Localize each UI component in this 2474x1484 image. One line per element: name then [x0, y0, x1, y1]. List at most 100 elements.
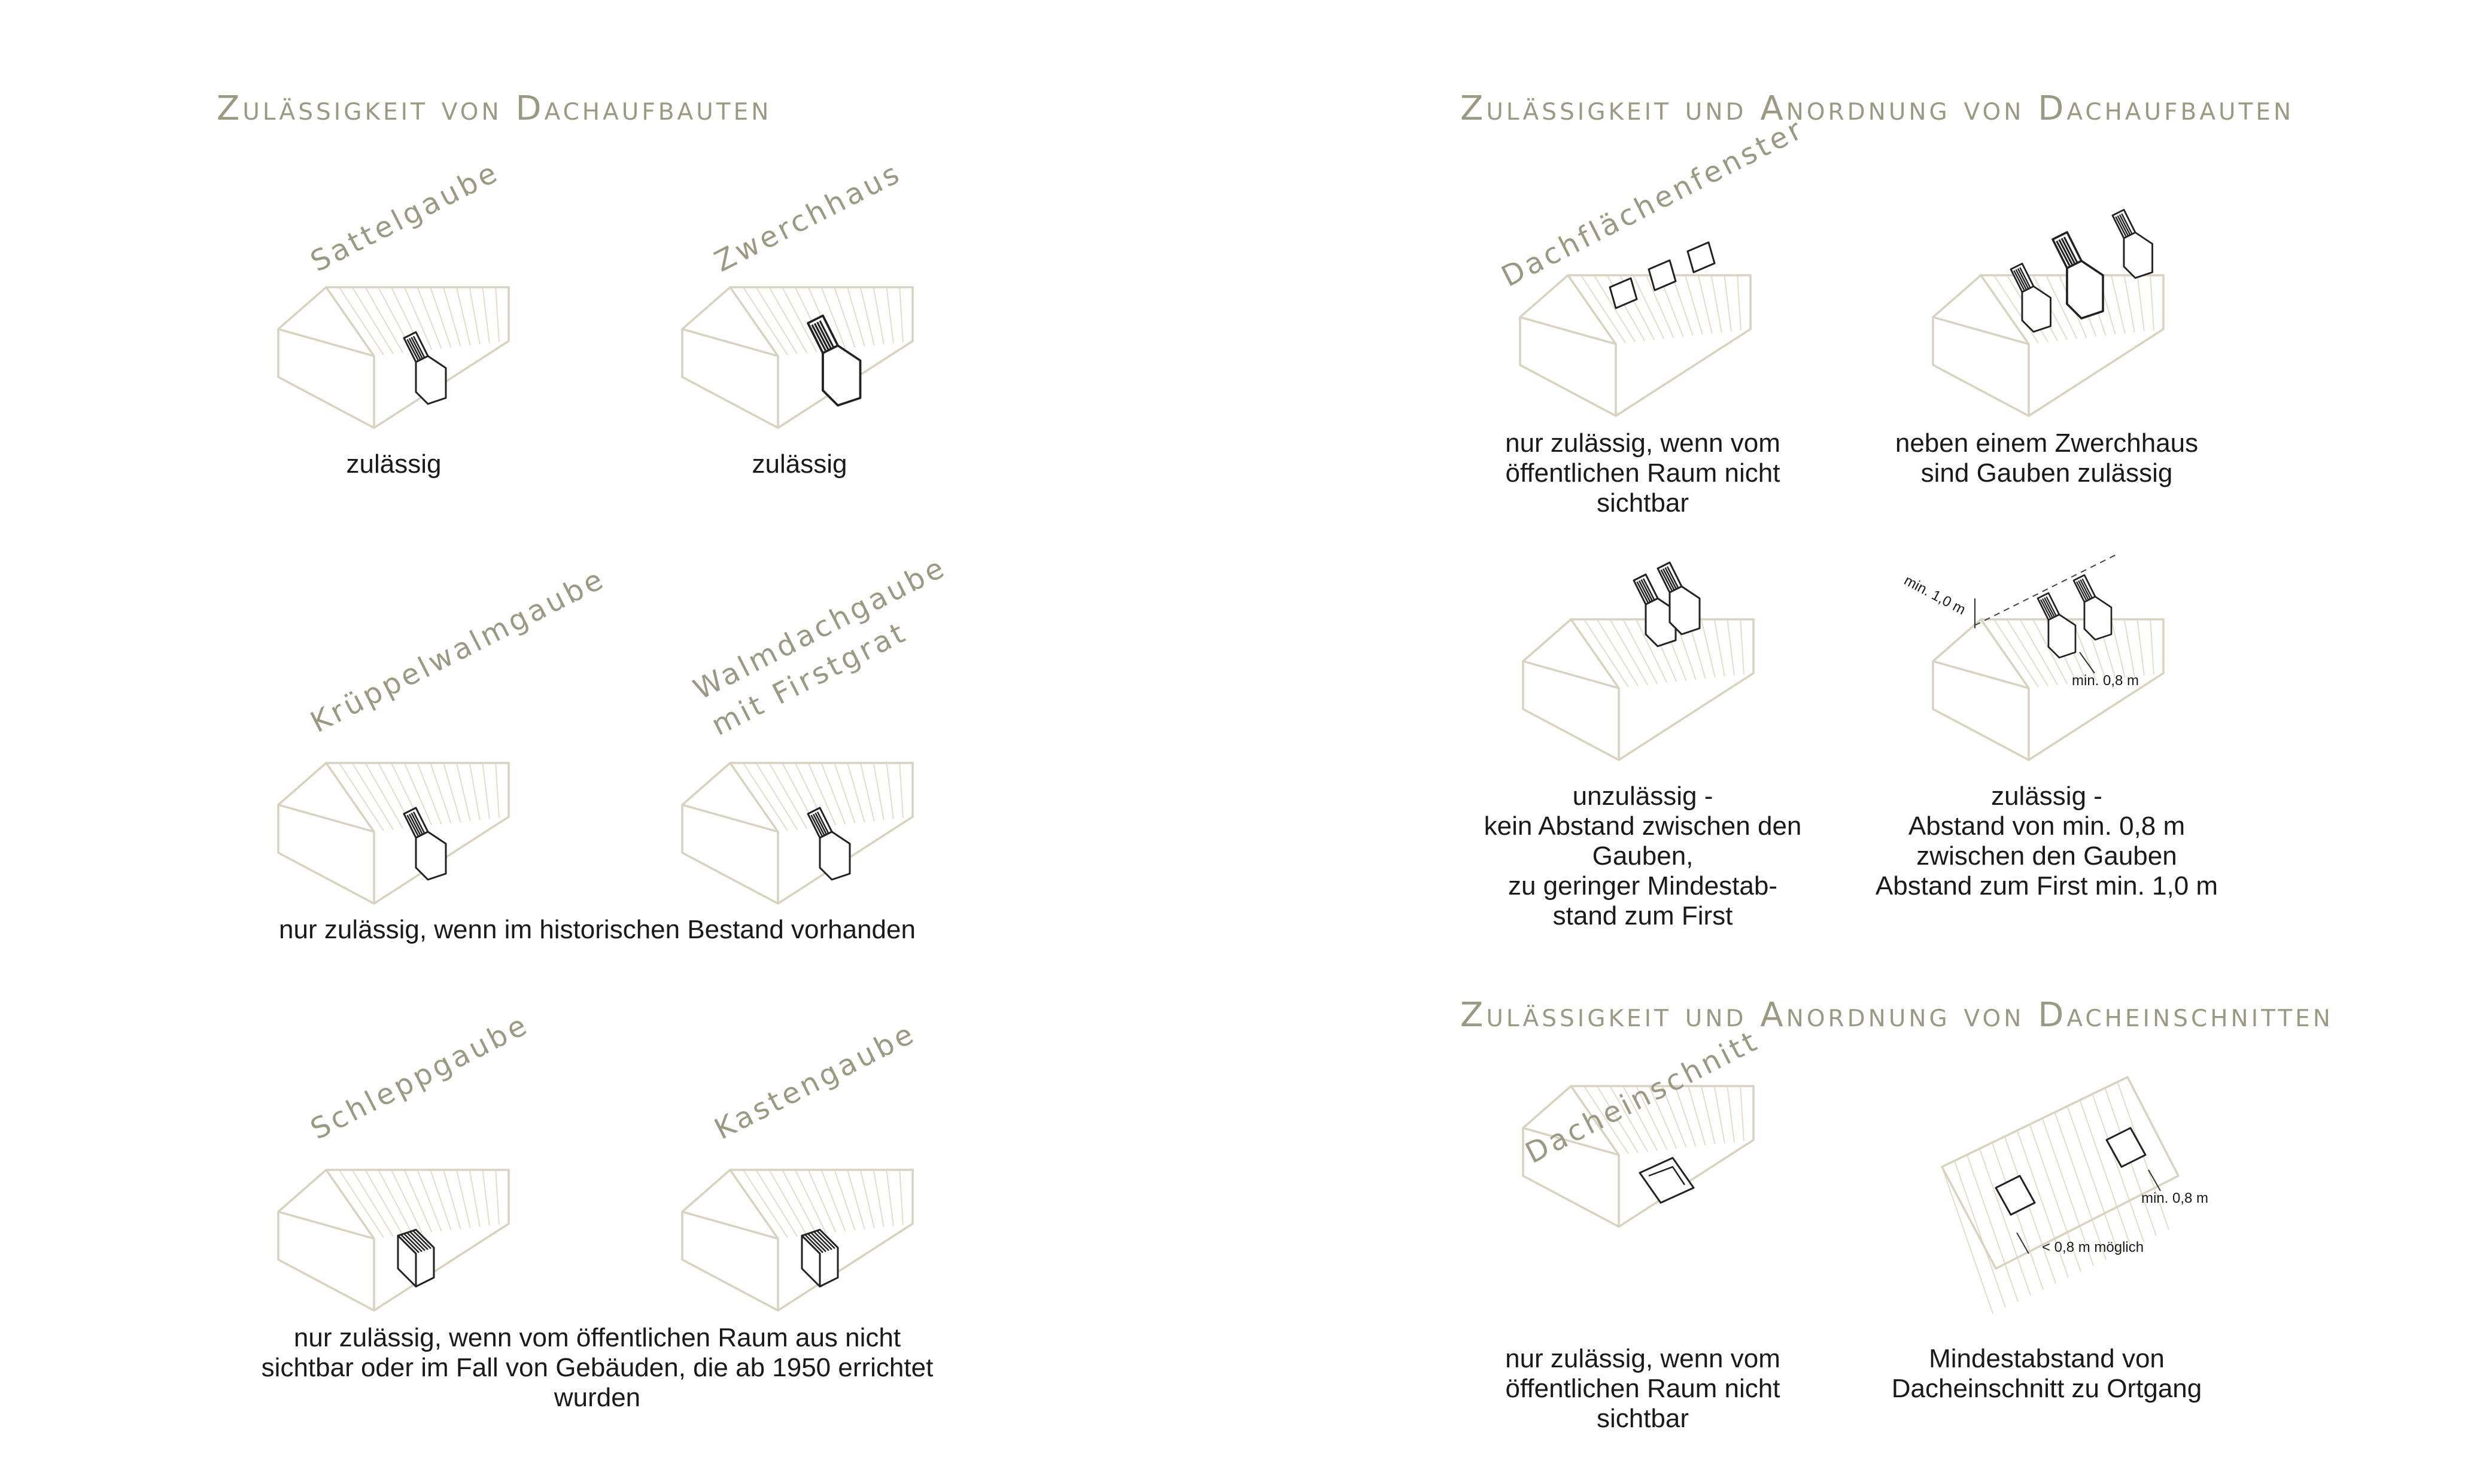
dormer-hatch	[1642, 578, 1655, 600]
dormer-body	[1645, 597, 1677, 647]
roof-hatch-line	[782, 1169, 817, 1235]
left-heading: Zulässigkeit von Dachaufbauten	[217, 89, 771, 128]
roof-hatch-line	[455, 1169, 471, 1228]
roof-hatch-line	[807, 1169, 837, 1233]
dormer-hatch	[813, 1231, 832, 1251]
roof-hatch-line	[1740, 1085, 1744, 1141]
dormer-hatch	[2081, 578, 2093, 598]
caption-line: Abstand von min. 0,8 m	[1908, 811, 2185, 841]
house-outline	[681, 286, 914, 429]
label-zwerchhaus: Zwerchhaus	[709, 156, 907, 278]
dormer-left	[2037, 592, 2077, 659]
house-wall	[1522, 661, 1619, 761]
roof-hatch-line	[899, 762, 904, 818]
roof-hatch-line	[834, 762, 856, 824]
roof-hatch-line	[430, 762, 452, 824]
roof-hatch-line	[1710, 275, 1722, 333]
roof-hatch-line	[807, 762, 837, 826]
dormer-hatch	[2046, 596, 2057, 616]
dormer-hatch	[408, 337, 421, 360]
roof-hatch-line	[403, 287, 433, 350]
dormer-hatch	[2044, 597, 2055, 617]
roof-cutout-inner	[1648, 1166, 1686, 1185]
house-dachflaechenfenster	[1519, 274, 1752, 417]
dormer-hatch	[2119, 214, 2131, 235]
caption-ortgang: Mindestabstand von Dacheinschnitt zu Ort…	[1892, 1344, 2202, 1403]
dormer-types-group	[277, 286, 914, 1312]
dim-line-lt08	[2016, 1232, 2029, 1254]
house-wall	[277, 329, 375, 429]
roof-hatch-line	[495, 287, 500, 342]
zwerchhaus	[2051, 231, 2104, 320]
dormer-hatch	[2121, 213, 2133, 234]
caption-dacheinschnitt: nur zulässig, wenn vom öffentlichen Raum…	[1505, 1344, 1780, 1433]
dormer-hatch	[810, 1232, 829, 1251]
roof-hatch-line	[899, 1169, 904, 1225]
dormer-hatch	[406, 339, 419, 361]
roof-hatch-line	[755, 287, 798, 354]
roof-hatch-line	[834, 287, 856, 348]
roof-hatch-line	[755, 1169, 798, 1237]
caption-line: öffentlichen Raum nicht	[1505, 458, 1780, 488]
caption-line: kein Abstand zwischen den	[1484, 811, 1802, 841]
roof-hatch-line	[2150, 275, 2154, 330]
dormer-hatch	[814, 813, 827, 835]
house-schleppgaube	[277, 1169, 510, 1312]
roof-hatch-line	[886, 1169, 894, 1226]
roof-hatch-line	[899, 287, 904, 342]
caption-row3-line1: nur zulässig, wenn vom öffentlichen Raum…	[294, 1323, 901, 1352]
house-wall	[277, 1212, 375, 1312]
roof-hatch-line	[1596, 1085, 1639, 1153]
roof-hatch-line	[469, 1169, 481, 1227]
roof-hatch-line	[495, 1169, 500, 1225]
roof-hatch-line	[378, 1169, 414, 1235]
dormer-hatch	[412, 811, 425, 834]
label-dacheinschnitt: Dacheinschnitt	[1520, 1024, 1764, 1170]
dormer-body	[2123, 232, 2153, 279]
caption-zulaessig-abstand: zulässig - Abstand von min. 0,8 m zwisch…	[1876, 781, 2218, 901]
dormer-left	[1633, 573, 1677, 647]
house-wall	[681, 805, 779, 905]
caption-line: unzulässig -	[1573, 781, 1713, 811]
caption-sattelgaube: zulässig	[347, 449, 442, 479]
roof-hatch-line	[1583, 1085, 1629, 1154]
roof-hatch-line	[1648, 1085, 1677, 1149]
dim-lt08-label: < 0,8 m möglich	[2042, 1239, 2144, 1255]
dormer-hatch	[1660, 569, 1673, 591]
roof-hatch-line	[364, 762, 404, 829]
dormer-hatch	[2115, 216, 2127, 237]
roof-hatch-line	[455, 287, 471, 346]
house-wall	[1932, 661, 2029, 761]
roof-hatch-line	[1688, 1085, 1706, 1146]
dormer-hatch	[2042, 598, 2053, 618]
roof-hatch-line	[768, 762, 808, 829]
roof-hatch-line	[403, 1169, 433, 1233]
roof-hatch-line	[873, 287, 885, 345]
dormer-hatch	[1662, 568, 1675, 590]
house-wall	[277, 805, 375, 905]
caption-row3-line3: wurden	[554, 1383, 640, 1412]
roof-hatch-line	[886, 762, 894, 819]
dormer-body	[415, 355, 447, 405]
roof-hatch-line	[820, 287, 846, 349]
roof-hatch-line	[2080, 1100, 2132, 1248]
roof-hatch-line	[2042, 1118, 2094, 1266]
roof-hatch-line	[482, 762, 490, 819]
roof-hatch-line	[2004, 1136, 2056, 1284]
dormer-body	[801, 1234, 821, 1288]
roof-hatch-line	[417, 1169, 442, 1231]
dormer-sattelgaube	[403, 331, 447, 405]
dormer-hatch	[1666, 566, 1679, 588]
label-kastengaube: Kastengaube	[709, 1016, 921, 1146]
dim-min08-label: min. 0,8 m	[2141, 1190, 2208, 1206]
caption-line: zulässig -	[1991, 781, 2102, 811]
roof-hatch-line	[2150, 619, 2154, 674]
house-outline	[1932, 618, 2165, 761]
roof-hatch-line	[1727, 1085, 1735, 1142]
dormer-hatch	[2013, 270, 2025, 291]
dormer-hatch	[1638, 580, 1651, 602]
roof-hatch-line	[351, 1169, 394, 1237]
house-outline	[681, 762, 914, 905]
gap-dim-line	[2079, 652, 2095, 674]
dim-ridge-label: min. 1,0 m	[1901, 572, 1968, 618]
